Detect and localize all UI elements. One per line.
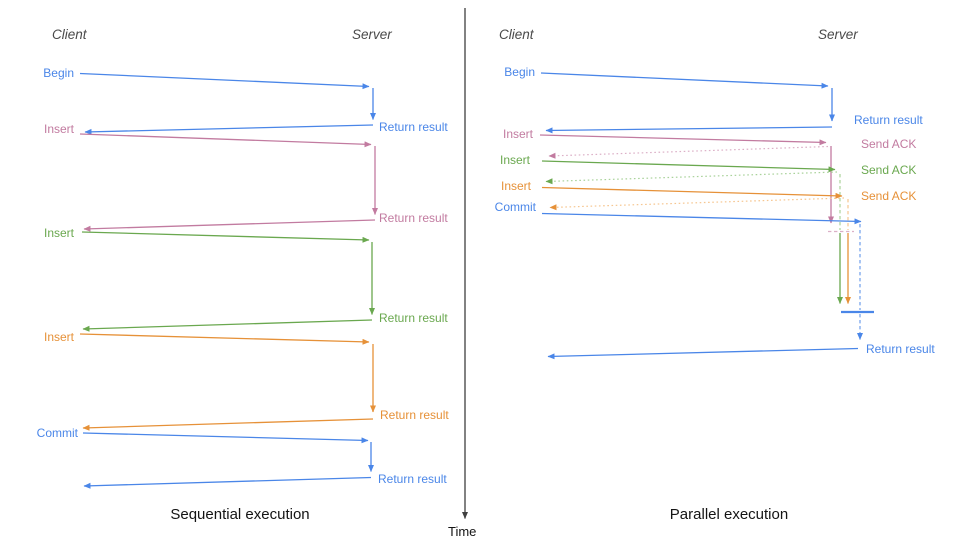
seq-insert2-label: Insert xyxy=(44,226,75,240)
par-commit-label: Commit xyxy=(495,200,537,214)
seq-begin-request-arrow xyxy=(79,72,370,90)
par-insert1-label: Insert xyxy=(503,127,534,141)
seq-insert1-label: Insert xyxy=(44,122,75,136)
seq-insert2-return-label: Return result xyxy=(379,311,448,325)
seq-insert3-return-label: Return result xyxy=(380,408,449,422)
par-server-header: Server xyxy=(818,27,858,42)
par-panel-title: Parallel execution xyxy=(670,506,788,523)
seq-commit-label: Commit xyxy=(37,426,79,440)
seq-insert1-request-arrow xyxy=(79,133,372,148)
seq-begin-return-label: Return result xyxy=(379,120,448,134)
par-begin-request-arrow xyxy=(540,72,829,89)
seq-server-header: Server xyxy=(352,27,392,42)
par-insert1-ack-label: Send ACK xyxy=(861,137,916,151)
par-insert3-ack-label: Send ACK xyxy=(861,189,916,203)
seq-insert2-request-arrow xyxy=(81,231,370,243)
par-insert1-request-arrow xyxy=(539,134,827,146)
seq-insert2-return-arrow xyxy=(82,319,373,332)
par-insert2-request-arrow xyxy=(541,160,836,173)
par-final-return-label: Return result xyxy=(866,342,935,356)
seq-begin-label: Begin xyxy=(43,66,74,80)
par-insert2-ack-label: Send ACK xyxy=(861,163,916,177)
seq-insert3-return-arrow xyxy=(82,418,374,431)
par-insert1-ack-return-arrow xyxy=(548,145,829,159)
par-insert3-ack-return-arrow xyxy=(549,197,845,211)
par-final-return-arrow xyxy=(547,347,859,360)
parallel-panel: Client Server Begin Return result Insert… xyxy=(495,27,936,523)
seq-insert3-request-arrow xyxy=(79,333,370,345)
seq-commit-request-arrow xyxy=(82,432,369,444)
par-insert2-label: Insert xyxy=(500,153,531,167)
seq-insert1-return-arrow xyxy=(83,219,376,232)
par-begin-label: Begin xyxy=(504,65,535,79)
seq-panel-title: Sequential execution xyxy=(170,506,309,523)
seq-insert1-return-label: Return result xyxy=(379,211,448,225)
sequential-panel: Client Server Begin Return result Insert… xyxy=(37,27,450,523)
par-insert3-label: Insert xyxy=(501,179,532,193)
seq-commit-return-arrow xyxy=(83,476,372,489)
seq-client-header: Client xyxy=(52,27,88,42)
par-insert3-request-arrow xyxy=(541,186,843,199)
seq-commit-return-label: Return result xyxy=(378,472,447,486)
par-begin-return-label: Return result xyxy=(854,113,923,127)
time-axis: Time xyxy=(448,8,476,539)
par-begin-return-arrow xyxy=(545,126,833,134)
par-client-header: Client xyxy=(499,27,535,42)
par-insert2-ack-return-arrow xyxy=(545,171,838,185)
seq-insert3-label: Insert xyxy=(44,330,75,344)
seq-begin-return-arrow xyxy=(84,124,374,135)
par-commit-request-arrow xyxy=(541,212,862,225)
time-axis-label: Time xyxy=(448,524,476,539)
